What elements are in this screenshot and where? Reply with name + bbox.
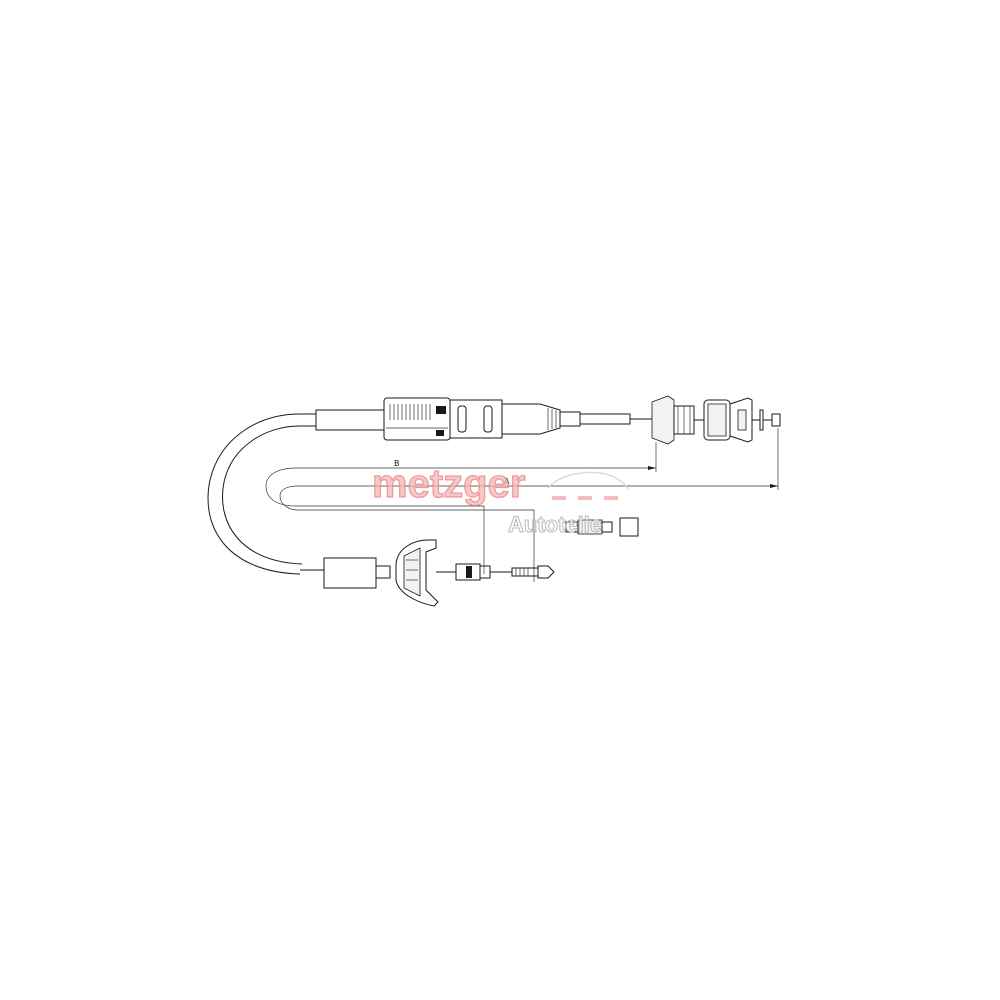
detail-clip — [565, 517, 639, 537]
taper-section — [501, 403, 561, 435]
end-cap-section — [707, 403, 727, 437]
dim-a-arrow — [770, 484, 778, 488]
adjuster-slot-1 — [457, 405, 467, 433]
dim-b-arrow — [648, 466, 656, 470]
dim-b-line — [265, 467, 656, 574]
adjuster-slot-2 — [483, 405, 493, 433]
end-fitting-flange — [651, 395, 675, 445]
lower-collar — [479, 565, 491, 579]
dimension-label-b: B — [394, 459, 400, 468]
detail-clip-end — [619, 517, 639, 537]
lower-ferrule — [375, 565, 391, 579]
end-nut — [771, 413, 781, 427]
lower-cable-assembly — [300, 539, 555, 607]
upper-cable-assembly — [207, 395, 781, 575]
watermark-dash-2 — [578, 496, 592, 500]
rubber-boot-section — [403, 547, 421, 597]
lower-sleeve — [323, 557, 377, 589]
taper-ribs — [547, 408, 557, 430]
watermark-dash-1 — [552, 496, 566, 500]
watermark-brand: metzger — [372, 462, 525, 506]
dimension-lines: B A — [265, 428, 779, 582]
cable-sheath-inner — [222, 425, 316, 565]
adjuster-ribs — [386, 404, 448, 436]
lower-end-tip — [537, 565, 555, 579]
cable-sleeve — [315, 409, 385, 431]
watermark: metzger Autoteile — [371, 461, 629, 538]
inner-tube — [579, 413, 631, 425]
end-washer — [759, 409, 764, 431]
detail-clip-right — [601, 521, 613, 533]
watermark-dash-3 — [604, 496, 618, 500]
watermark-sub: Autoteile — [508, 512, 602, 537]
cable-sheath-outer — [207, 413, 316, 575]
dim-a-line — [279, 485, 778, 582]
watermark-car-icon — [547, 471, 629, 491]
dimension-label-a: A — [504, 477, 510, 486]
ferrule — [559, 411, 581, 427]
end-bracket-insert — [737, 409, 747, 431]
